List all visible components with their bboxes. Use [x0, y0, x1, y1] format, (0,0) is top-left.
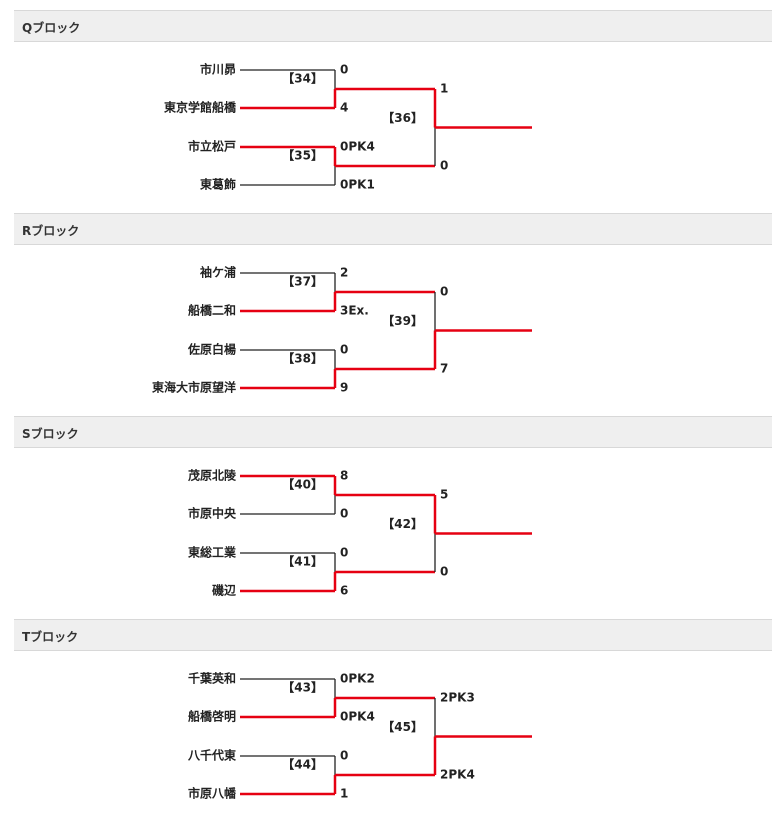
block-title: Tブロック	[22, 630, 79, 644]
team-name: 東京学館船橋	[164, 100, 237, 115]
score-label: 1	[340, 787, 348, 801]
block-title: Sブロック	[22, 427, 79, 441]
score-label: 5	[440, 488, 448, 502]
team-name: 磯辺	[212, 583, 236, 598]
match-number: 【34】	[282, 71, 323, 86]
score-label: 0	[340, 343, 348, 357]
score-label: 7	[440, 362, 448, 376]
score-label: 0PK1	[340, 178, 375, 192]
team-name: 市立松戸	[188, 139, 236, 154]
team-name: 船橋二和	[188, 303, 236, 318]
score-label: 1	[440, 82, 448, 96]
team-name: 東葛飾	[200, 177, 236, 192]
score-label: 0	[340, 749, 348, 763]
block-title: Qブロック	[22, 21, 81, 35]
score-label: 0PK4	[340, 710, 375, 724]
match-number: 【38】	[282, 351, 323, 366]
score-label: 6	[340, 584, 348, 598]
match-number: 【36】	[382, 110, 423, 125]
team-name: 佐原白楊	[187, 342, 236, 357]
match-number: 【45】	[382, 719, 423, 734]
match-number: 【39】	[382, 313, 423, 328]
score-label: 0	[440, 285, 448, 299]
score-label: 0PK4	[340, 140, 375, 154]
team-name: 市川昴	[200, 62, 236, 77]
team-name: 東海大市原望洋	[152, 380, 236, 395]
block-header: Sブロック	[14, 416, 772, 448]
block-header: Tブロック	[14, 619, 772, 651]
score-label: 2PK3	[440, 691, 475, 705]
block-header: Qブロック	[14, 10, 772, 42]
score-label: 0	[440, 159, 448, 173]
team-name: 八千代東	[187, 748, 236, 763]
match-number: 【44】	[282, 757, 323, 772]
team-name: 千葉英和	[188, 671, 236, 686]
score-label: 0	[440, 565, 448, 579]
score-label: 0PK2	[340, 672, 375, 686]
block-title: Rブロック	[22, 224, 80, 238]
match-number: 【41】	[282, 554, 323, 569]
team-name: 袖ケ浦	[200, 265, 236, 280]
score-label: 9	[340, 381, 348, 395]
score-label: 0	[340, 507, 348, 521]
match-number: 【40】	[282, 477, 323, 492]
score-label: 0	[340, 546, 348, 560]
team-name: 東総工業	[188, 545, 237, 560]
match-number: 【35】	[282, 148, 323, 163]
score-label: 2PK4	[440, 768, 475, 782]
score-label: 3Ex.	[340, 304, 369, 318]
score-label: 4	[340, 101, 348, 115]
match-number: 【42】	[382, 516, 423, 531]
score-label: 0	[340, 63, 348, 77]
score-label: 8	[340, 469, 348, 483]
team-name: 市原八幡	[188, 786, 237, 801]
match-number: 【37】	[282, 274, 323, 289]
team-name: 船橋啓明	[188, 709, 236, 724]
block-header: Rブロック	[14, 213, 772, 245]
score-label: 2	[340, 266, 348, 280]
match-number: 【43】	[282, 680, 323, 695]
team-name: 市原中央	[188, 506, 237, 521]
team-name: 茂原北陵	[188, 468, 237, 483]
